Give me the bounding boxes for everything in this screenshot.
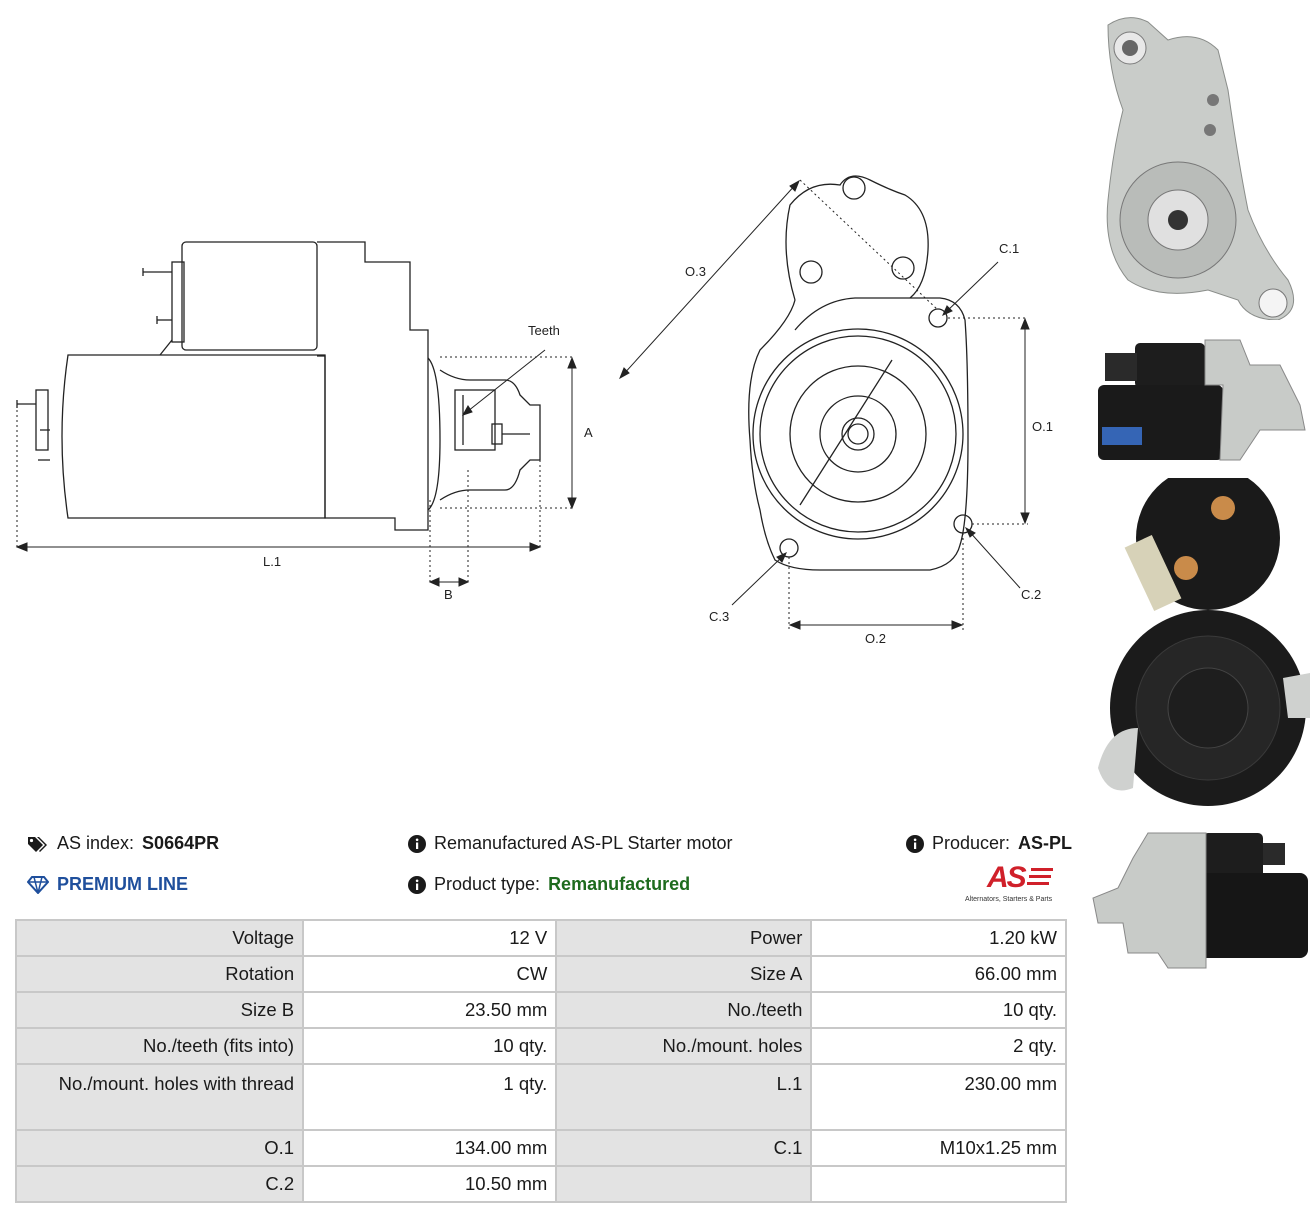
product-type-label: Product type: xyxy=(434,874,541,894)
spec-key: No./mount. holes xyxy=(555,1027,813,1065)
spec-key: O.1 xyxy=(14,1129,305,1167)
info-icon xyxy=(408,834,426,853)
table-row: O.1 134.00 mm C.1 M10x1.25 mm xyxy=(14,1129,1067,1167)
label-o1: O.1 xyxy=(1032,419,1053,434)
spec-key: C.2 xyxy=(14,1165,305,1203)
label-teeth: Teeth xyxy=(528,323,560,338)
premium-line: PREMIUM LINE xyxy=(27,874,188,895)
spec-key: No./teeth xyxy=(555,991,813,1029)
table-row: No./teeth (fits into) 10 qty. No./mount.… xyxy=(14,1027,1067,1065)
spec-value: M10x1.25 mm xyxy=(810,1129,1067,1167)
spec-key: Size B xyxy=(14,991,305,1029)
spec-value: 2 qty. xyxy=(810,1027,1067,1065)
producer-value: AS-PL xyxy=(1018,833,1073,853)
spec-key: Power xyxy=(555,919,813,957)
spec-key: No./teeth (fits into) xyxy=(14,1027,305,1065)
spec-key: Voltage xyxy=(14,919,305,957)
spec-value: 10 qty. xyxy=(810,991,1067,1029)
table-row: Size B 23.50 mm No./teeth 10 qty. xyxy=(14,991,1067,1029)
spec-value: 134.00 mm xyxy=(302,1129,558,1167)
label-o3: O.3 xyxy=(685,264,706,279)
as-index: AS index: S0664PR xyxy=(27,833,219,854)
spec-value: 23.50 mm xyxy=(302,991,558,1029)
spec-value: CW xyxy=(302,955,558,993)
table-row: Voltage 12 V Power 1.20 kW xyxy=(14,919,1067,957)
spec-value: 1 qty. xyxy=(302,1063,558,1131)
as-pl-logo: AS Alternators, Starters & Parts xyxy=(965,863,1070,905)
logo-tagline: Alternators, Starters & Parts xyxy=(965,896,1053,903)
specs-table: Voltage 12 V Power 1.20 kW Rotation CW S… xyxy=(14,919,1067,1203)
tags-icon xyxy=(28,836,47,852)
label-c2: C.2 xyxy=(1021,587,1041,602)
spec-value: 12 V xyxy=(302,919,558,957)
spec-key xyxy=(555,1165,813,1203)
spec-key: L.1 xyxy=(555,1063,813,1131)
table-row: No./mount. holes with thread 1 qty. L.1 … xyxy=(14,1063,1067,1131)
label-b: B xyxy=(444,587,453,602)
product-type-value: Remanufactured xyxy=(548,874,691,894)
label-c3: C.3 xyxy=(709,609,729,624)
label-l1: L.1 xyxy=(263,554,281,569)
product-photo-other-side xyxy=(1092,832,1308,969)
product-photo-nose-view xyxy=(1106,17,1295,320)
logo-text: AS xyxy=(987,861,1027,894)
product-type: Product type: Remanufactured xyxy=(408,874,690,895)
as-index-value: S0664PR xyxy=(142,833,220,853)
producer-label: Producer: xyxy=(932,833,1011,853)
spec-value: 10 qty. xyxy=(302,1027,558,1065)
spec-key: C.1 xyxy=(555,1129,813,1167)
table-row: Rotation CW Size A 66.00 mm xyxy=(14,955,1067,993)
label-c1: C.1 xyxy=(999,241,1019,256)
spec-value: 230.00 mm xyxy=(810,1063,1067,1131)
description-text: Remanufactured AS-PL Starter motor xyxy=(434,833,733,853)
premium-line-label: PREMIUM LINE xyxy=(57,874,189,894)
product-photo-rear-view xyxy=(1098,478,1310,806)
table-row: C.2 10.50 mm xyxy=(14,1165,1067,1203)
spec-value: 1.20 kW xyxy=(810,919,1067,957)
spec-key: Rotation xyxy=(14,955,305,993)
product-description: Remanufactured AS-PL Starter motor xyxy=(408,833,732,854)
technical-drawing: Teeth A L.1 B xyxy=(15,175,1053,646)
product-photo-side-view xyxy=(1098,339,1306,461)
producer: Producer: AS-PL xyxy=(906,833,1072,854)
label-o2: O.2 xyxy=(865,631,886,646)
label-a: A xyxy=(584,425,593,440)
info-icon xyxy=(906,834,924,853)
as-index-label: AS index: xyxy=(57,833,135,853)
info-icon xyxy=(408,875,426,894)
spec-value xyxy=(810,1165,1067,1203)
spec-key: Size A xyxy=(555,955,813,993)
spec-key: No./mount. holes with thread xyxy=(14,1063,305,1131)
diamond-icon xyxy=(27,875,49,894)
spec-value: 66.00 mm xyxy=(810,955,1067,993)
spec-value: 10.50 mm xyxy=(302,1165,558,1203)
